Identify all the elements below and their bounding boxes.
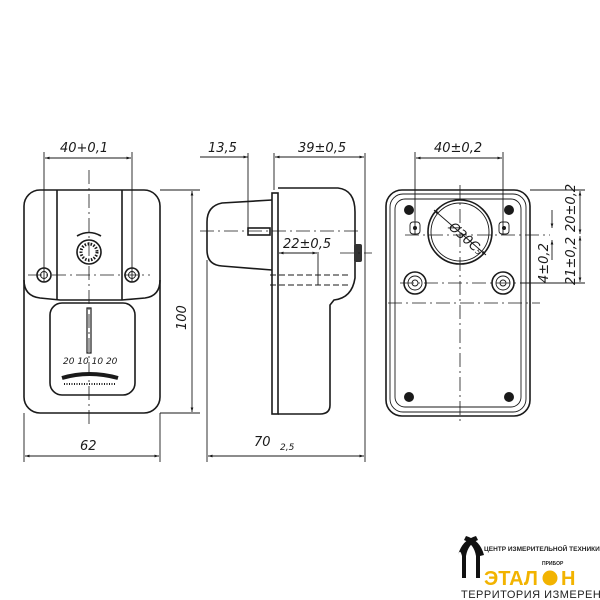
scale-arc — [61, 372, 119, 380]
scale-labels: 20 10 10 20 — [63, 357, 118, 367]
dim-side-total: 70 — [254, 435, 271, 450]
dim-front-holes: 40+0,1 — [60, 141, 108, 156]
dim-side-left: 13,5 — [208, 141, 237, 156]
dim-side-inner: 22±0,5 — [283, 237, 331, 252]
rear-view: Ø30C₅ 40±0,2 20±0,2 21±0,2 4±0,2 — [385, 141, 585, 425]
logo-main-text: ЭТАЛ Н — [484, 568, 575, 590]
dim-front-width: 62 — [80, 439, 97, 454]
logo-bottom-text: ТЕРРИТОРИЯ ИЗМЕРЕНИЙ — [461, 588, 600, 600]
logo-top-text: ЦЕНТР ИЗМЕРИТЕЛЬНОЙ ТЕХНИКИ — [484, 544, 600, 553]
dim-rear-offset: 4±0,2 — [537, 243, 552, 283]
front-view: 20 10 10 20 40+0,1 100 62 — [23, 141, 200, 462]
dim-rear-upper: 20±0,2 — [564, 184, 579, 232]
side-view: 22±0,5 13,5 39±0,5 70 2,5 — [200, 141, 372, 462]
dim-side-right: 39±0,5 — [298, 141, 346, 156]
etalon-logo: ЦЕНТР ИЗМЕРИТЕЛЬНОЙ ТЕХНИКИ ЭТАЛ Н ПРИБО… — [458, 536, 600, 600]
globe-icon — [542, 570, 558, 586]
dim-rear-lower: 21±0,2 — [564, 237, 579, 285]
dim-side-total-tolerance: 2,5 — [280, 443, 295, 453]
corner-screws — [404, 205, 514, 402]
dim-rear-holes: 40±0,2 — [434, 141, 482, 156]
logo-badge: ПРИБОР — [542, 561, 564, 567]
dim-rear-diameter: Ø30C₅ — [445, 219, 486, 258]
dim-front-height: 100 — [175, 305, 190, 330]
